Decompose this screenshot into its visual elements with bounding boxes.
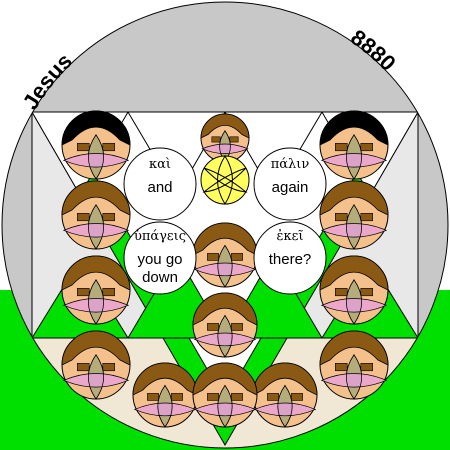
word-2-greek: πάλιν bbox=[271, 157, 310, 172]
petal-icon bbox=[320, 134, 388, 180]
face-medallion-icon bbox=[319, 330, 389, 400]
petal-icon bbox=[62, 204, 130, 250]
gold-rosette-icon bbox=[200, 155, 250, 205]
word-3-greek: ὑπάγεις bbox=[134, 229, 186, 244]
word-circle-4: ἐκεῖ there? bbox=[253, 221, 327, 295]
face-medallion-icon bbox=[61, 255, 131, 325]
word-1-english: and bbox=[147, 179, 172, 196]
face-medallion-icon bbox=[61, 330, 131, 400]
word-circle-2: πάλιν again bbox=[253, 147, 327, 221]
face-medallion-icon bbox=[61, 110, 131, 180]
face-medallion-icon bbox=[132, 362, 198, 428]
face-medallion-icon bbox=[319, 255, 389, 325]
word-4-greek: ἐκεῖ bbox=[277, 229, 304, 244]
word-circle-1: καὶ and bbox=[123, 147, 197, 221]
face-medallion-icon bbox=[319, 110, 389, 180]
word-3-english-line1: you go bbox=[137, 251, 182, 268]
face-medallion-icon bbox=[61, 180, 131, 250]
face-medallions bbox=[61, 110, 389, 428]
word-1-greek: καὶ bbox=[149, 157, 171, 172]
petal-icon bbox=[62, 279, 130, 325]
word-4-english: there? bbox=[269, 251, 312, 268]
word-circle-3: ὑπάγεις you go down bbox=[123, 221, 197, 295]
face-medallion-icon bbox=[200, 113, 250, 163]
petal-icon bbox=[62, 134, 130, 180]
word-2-english: again bbox=[272, 179, 309, 196]
petal-icon bbox=[133, 384, 197, 428]
petal-icon bbox=[193, 314, 257, 358]
face-medallion-icon bbox=[319, 180, 389, 250]
petal-icon bbox=[320, 279, 388, 325]
petal-icon bbox=[193, 244, 257, 288]
petal-icon bbox=[320, 204, 388, 250]
face-medallion-icon bbox=[192, 222, 258, 288]
face-medallion-icon bbox=[252, 362, 318, 428]
petal-icon bbox=[193, 384, 257, 428]
petal-icon bbox=[62, 354, 130, 400]
petal-icon bbox=[320, 354, 388, 400]
face-medallion-icon bbox=[192, 362, 258, 428]
petal-icon bbox=[253, 384, 317, 428]
face-medallion-icon bbox=[192, 292, 258, 358]
word-3-english-line2: down bbox=[142, 269, 178, 286]
